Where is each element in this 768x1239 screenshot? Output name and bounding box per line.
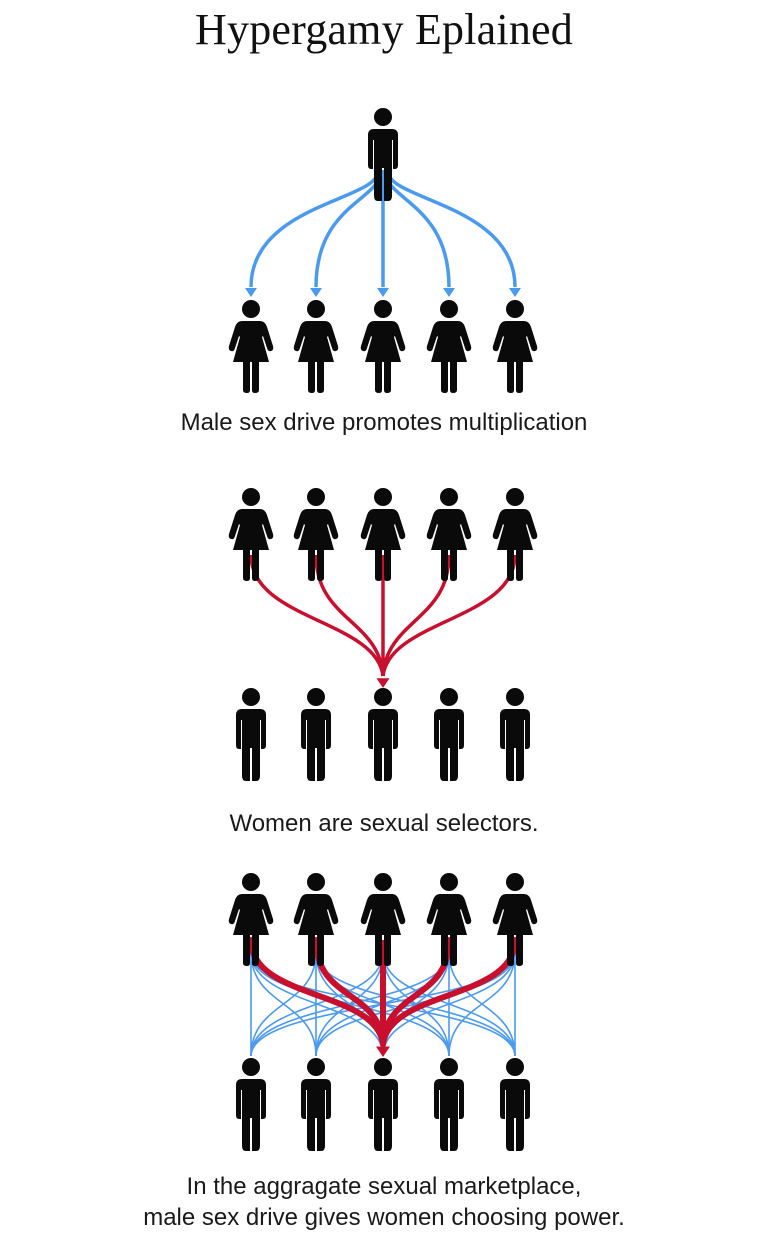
woman-figure-icon [293,300,339,393]
man-figure-icon [236,1058,266,1151]
man-figure-icon [368,688,398,781]
drive-arrowhead [443,288,455,297]
woman-figure-icon [360,300,406,393]
market-drive-line [250,951,450,1057]
woman-figure-icon [360,488,406,581]
man-figure-icon [500,1058,530,1151]
man-figure-icon [434,1058,464,1151]
figures-layer [228,108,538,1151]
drive-arrowhead [245,288,257,297]
man-figure-icon [368,1058,398,1151]
market-drive-line [382,951,516,1057]
man-figure-icon [301,688,331,781]
selection-arrow-line [381,554,451,677]
man-figure-icon [434,688,464,781]
woman-figure-icon [426,488,472,581]
man-figure-icon [500,688,530,781]
woman-figure-icon [293,488,339,581]
market-drive-line [448,951,516,1057]
woman-figure-icon [492,873,538,966]
woman-figure-icon [360,873,406,966]
woman-figure-icon [293,873,339,966]
woman-figure-icon [492,300,538,393]
selection-arrow-line [314,554,385,677]
drive-arrowhead [377,288,389,297]
man-figure-icon [301,1058,331,1151]
drive-arrowhead [310,288,322,297]
drive-arrow-line [314,171,383,288]
man-figure-icon [236,688,266,781]
caption-multiplication: Male sex drive promotes multiplication [180,409,588,436]
drive-arrow-line [386,171,517,288]
woman-figure-icon [228,300,274,393]
drive-arrow-line [383,171,451,288]
drive-arrowhead [509,288,521,297]
woman-figure-icon [426,873,472,966]
caption-selection: Women are sexual selectors. [229,810,539,837]
selection-arrow-line [381,554,517,677]
market-drive-line [250,951,384,1057]
market-drive-line [250,951,317,1057]
caption-marketplace-line-1: In the aggragate sexual marketplace, [186,1173,582,1200]
selection-arrowhead [376,678,390,688]
woman-figure-icon [426,300,472,393]
page-title: Hypergamy Eplained [195,5,573,54]
caption-marketplace-line-2: male sex drive gives women choosing powe… [143,1204,625,1231]
woman-figure-icon [228,873,274,966]
drive-arrow-line [249,171,380,288]
woman-figure-icon [228,488,274,581]
man-figure-icon [368,108,398,201]
market-selection-arrowhead [376,1046,390,1057]
woman-figure-icon [492,488,538,581]
